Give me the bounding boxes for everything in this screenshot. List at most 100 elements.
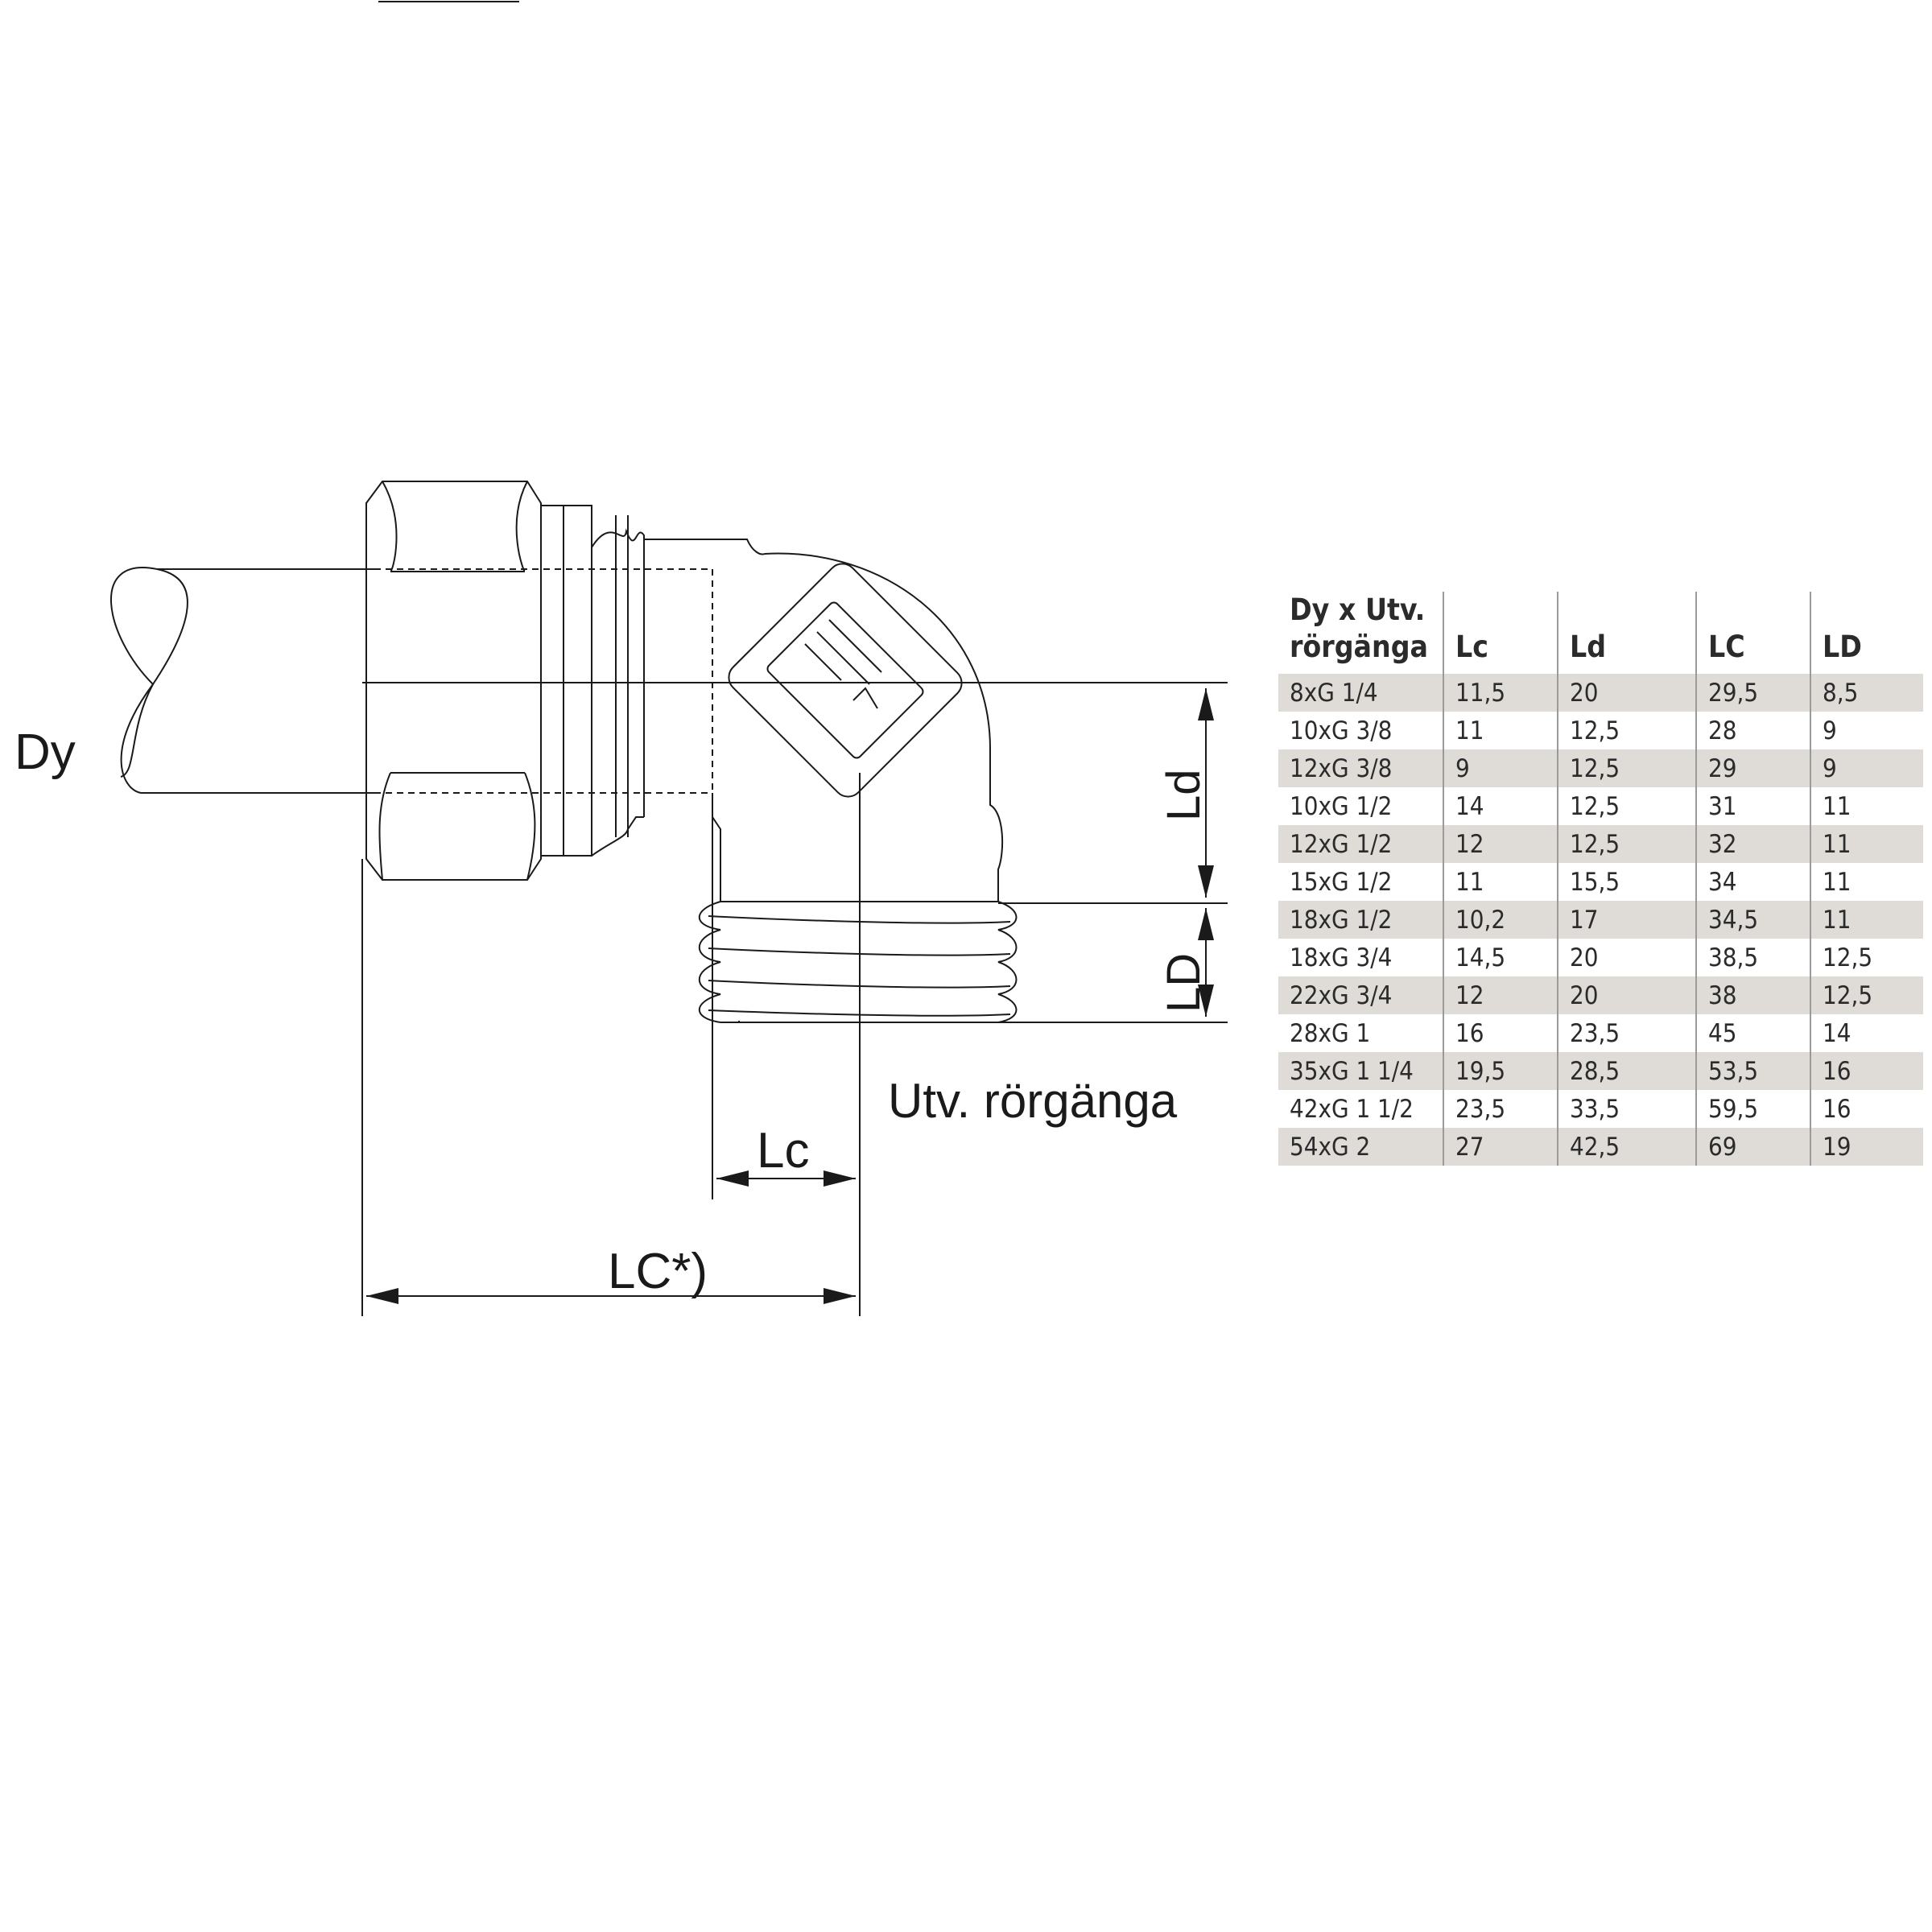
table-cell: 34 (1695, 863, 1810, 901)
table-cell: 12,5 (1810, 976, 1923, 1014)
table-cell: 10xG 1/2 (1290, 791, 1393, 821)
header-lc-total: LC (1695, 592, 1810, 674)
table-cell: 14 (1810, 1014, 1923, 1052)
table-cell: 11 (1810, 787, 1923, 825)
header-lc: Lc (1443, 592, 1558, 674)
table-cell: 33,5 (1557, 1090, 1696, 1128)
table-cell: 12,5 (1557, 825, 1696, 863)
table-cell: 12xG 3/8 (1278, 749, 1443, 787)
table-cell: 12,5 (1557, 787, 1696, 825)
table-cell: 20 (1557, 674, 1696, 712)
label-lc-big: LC*) (608, 1244, 708, 1299)
table-cell: 23,5 (1443, 1090, 1558, 1128)
table-cell: 38,5 (1695, 939, 1810, 976)
table-cell: 11,5 (1443, 674, 1558, 712)
table-cell: 12,5 (1557, 749, 1696, 787)
table-cell: 59,5 (1695, 1090, 1810, 1128)
table-cell: 31 (1695, 787, 1810, 825)
label-thread: Utv. rörgänga (888, 1074, 1178, 1128)
table-cell: 9 (1810, 712, 1923, 749)
table-cell: 20 (1557, 939, 1696, 976)
extension-lines (361, 682, 1228, 1316)
table-cell: 29,5 (1695, 674, 1810, 712)
table-cell: 28xG 1 (1290, 1018, 1371, 1048)
hidden-lines (374, 568, 713, 794)
label-ld-big: LD (1158, 953, 1210, 1013)
table-cell: 54xG 2 (1278, 1128, 1443, 1166)
table-cell: 53,5 (1695, 1052, 1810, 1090)
table-cell: 15,5 (1557, 863, 1696, 901)
table-cell: 12,5 (1557, 712, 1696, 749)
table-cell: 45 (1695, 1014, 1810, 1052)
table-cell: 16 (1443, 1014, 1558, 1052)
table-cell: 17 (1557, 901, 1696, 939)
table-cell: 27 (1443, 1128, 1558, 1166)
table-cell: 11 (1810, 825, 1923, 863)
table-cell: 14 (1443, 787, 1558, 825)
table-cell: 14,5 (1443, 939, 1558, 976)
table-cell: 11 (1810, 901, 1923, 939)
table-cell: 42,5 (1557, 1128, 1696, 1166)
table-cell: 8xG 1/4 (1278, 674, 1443, 712)
table-cell: 12 (1443, 976, 1558, 1014)
table-cell: 18xG 3/4 (1290, 943, 1393, 972)
label-ld-small: Ld (1158, 769, 1210, 821)
table-cell: 10,2 (1443, 901, 1558, 939)
table-cell: 22xG 3/4 (1278, 976, 1443, 1014)
header-ld: Ld (1557, 592, 1696, 674)
table-cell: 19 (1810, 1128, 1923, 1166)
table-cell: 38 (1695, 976, 1810, 1014)
table-cell: 11 (1443, 863, 1558, 901)
pipe (109, 567, 374, 794)
hex-nut (365, 481, 542, 881)
table-cell: 20 (1557, 976, 1696, 1014)
table-cell: 42xG 1 1/2 (1290, 1094, 1414, 1124)
table-cell: 28 (1695, 712, 1810, 749)
dimension-arrows (366, 688, 1214, 1304)
table-header-row: Dy x Utv. rörgänga Lc Ld LC LD (1278, 592, 1923, 674)
collar (541, 505, 592, 857)
fitting-drawing: Dy Ld LD Lc LC*) Utv. rörgänga (14, 1, 1228, 1316)
table-cell: 35xG 1 1/4 (1278, 1052, 1443, 1090)
table-cell: 18xG 1/2 (1278, 901, 1443, 939)
table-cell: 29 (1695, 749, 1810, 787)
table-cell: 11 (1810, 863, 1923, 901)
male-thread (698, 901, 1018, 1023)
table-cell: 15xG 1/2 (1290, 867, 1393, 897)
table-cell: 12,5 (1810, 939, 1923, 976)
table-cell: 28,5 (1557, 1052, 1696, 1090)
table-cell: 9 (1443, 749, 1558, 787)
table-cell: 16 (1810, 1090, 1923, 1128)
table-cell: 8,5 (1810, 674, 1923, 712)
table-cell: 9 (1810, 749, 1923, 787)
table-cell: 16 (1810, 1052, 1923, 1090)
table-cell: 23,5 (1557, 1014, 1696, 1052)
table-cell: 34,5 (1695, 901, 1810, 939)
label-dy: Dy (14, 724, 76, 780)
label-lc-small: Lc (757, 1123, 809, 1179)
table-cell: 32 (1695, 825, 1810, 863)
table-cell: 12xG 1/2 (1278, 825, 1443, 863)
table-cell: 69 (1695, 1128, 1810, 1166)
logo-badge (728, 563, 963, 798)
header-dy-thread: Dy x Utv. rörgänga (1290, 592, 1428, 664)
table-cell: 10xG 3/8 (1290, 716, 1393, 745)
table-cell: 12 (1443, 825, 1558, 863)
table-cell: 19,5 (1443, 1052, 1558, 1090)
elbow-body (591, 515, 1004, 902)
header-ld-total: LD (1810, 592, 1923, 674)
